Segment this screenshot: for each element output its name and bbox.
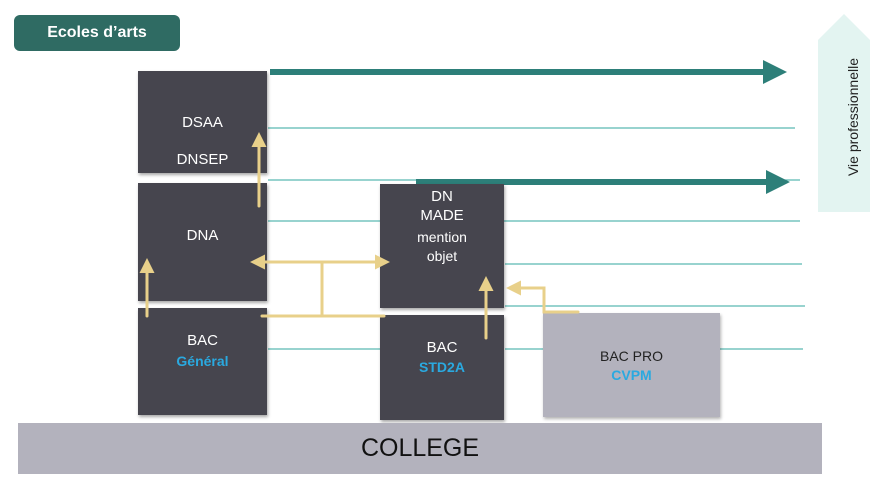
box-dsaa: DSAA DNSEP	[138, 71, 267, 173]
bac-std2a-title: BAC	[426, 339, 458, 356]
bac-general-title: BAC	[187, 332, 218, 349]
bac-pro-subtitle: CVPM	[611, 367, 652, 383]
college-label: COLLEGE	[360, 434, 480, 462]
dna-label: DNA	[186, 227, 219, 244]
dsaa-label: DSAA	[182, 114, 223, 131]
dnsep-label: DNSEP	[176, 151, 229, 168]
ecoles-arts-tag: Ecoles d’arts	[14, 15, 180, 51]
bac-general-subtitle: Général	[176, 353, 229, 369]
box-bac-pro: BAC PRO CVPM	[543, 313, 720, 417]
ecoles-arts-label: Ecoles d’arts	[47, 24, 147, 41]
dn-made-line3: mention	[417, 229, 467, 245]
box-dna: DNA	[138, 183, 267, 301]
arrow-bacpro-to-dnmade	[506, 280, 580, 314]
box-bac-std2a: BAC STD2A	[380, 315, 504, 420]
vie-professionnelle-arrow-shape	[818, 14, 870, 212]
dn-made-line4: objet	[426, 248, 458, 264]
bac-std2a-subtitle: STD2A	[419, 359, 465, 375]
box-bac-general: BAC Général	[138, 308, 267, 415]
dn-made-line1: DN	[431, 188, 453, 205]
bac-pro-title: BAC PRO	[599, 348, 663, 364]
connector-bac-general-bridge	[260, 260, 324, 318]
college-bar: COLLEGE	[18, 423, 822, 474]
dn-made-line2: MADE	[420, 207, 464, 224]
